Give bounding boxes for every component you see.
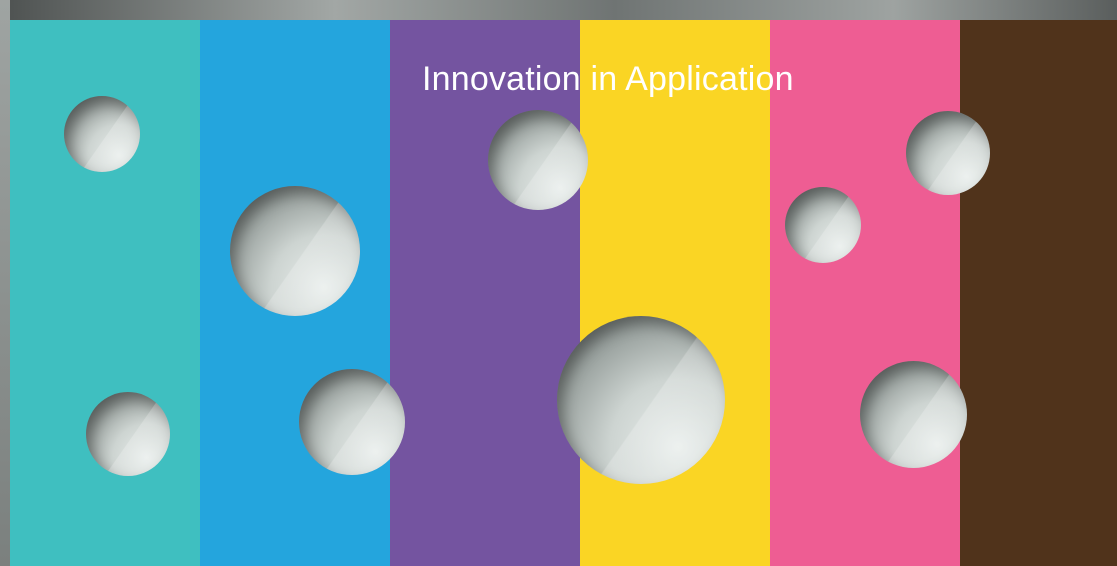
stripe-pink [770, 20, 960, 566]
stripe-brown [960, 20, 1117, 566]
hole-circle [230, 186, 360, 316]
hole-circle [785, 187, 861, 263]
hole-circle [860, 361, 967, 468]
gradient-frame-left [0, 0, 10, 566]
stripe-purple [390, 20, 580, 566]
hole-circle [488, 110, 588, 210]
stripe-yellow [580, 20, 770, 566]
gradient-frame-top [0, 0, 1117, 20]
hole-circle [299, 369, 405, 475]
color-stripes [10, 20, 1117, 566]
hole-circle [906, 111, 990, 195]
hole-circle [557, 316, 725, 484]
hole-circle [86, 392, 170, 476]
page-title: Innovation in Application [422, 60, 794, 98]
hole-circle [64, 96, 140, 172]
